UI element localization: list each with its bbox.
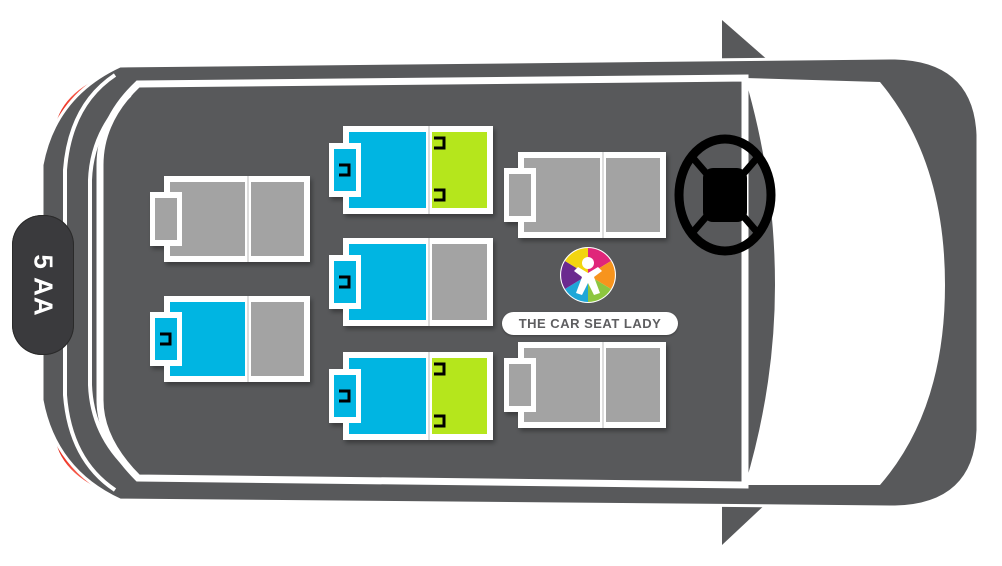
brand-logo [560, 247, 616, 303]
row2-center-seat [329, 238, 493, 326]
row3-right-seat [150, 296, 310, 382]
row2-left-seat [329, 126, 493, 214]
brand-name: THE CAR SEAT LADY [502, 312, 678, 335]
rear-outline-inner [88, 93, 132, 472]
front-passenger-seat [504, 342, 666, 428]
right-mirror [722, 500, 770, 545]
steering-wheel [674, 134, 776, 256]
windshield [745, 78, 945, 485]
left-mirror [722, 20, 770, 62]
vehicle-badge: 5 AA [12, 215, 74, 355]
row2-right-seat [329, 352, 493, 440]
row3-left-seat [150, 176, 310, 262]
vehicle-badge-label: 5 AA [28, 253, 59, 317]
driver-seat [504, 152, 666, 238]
